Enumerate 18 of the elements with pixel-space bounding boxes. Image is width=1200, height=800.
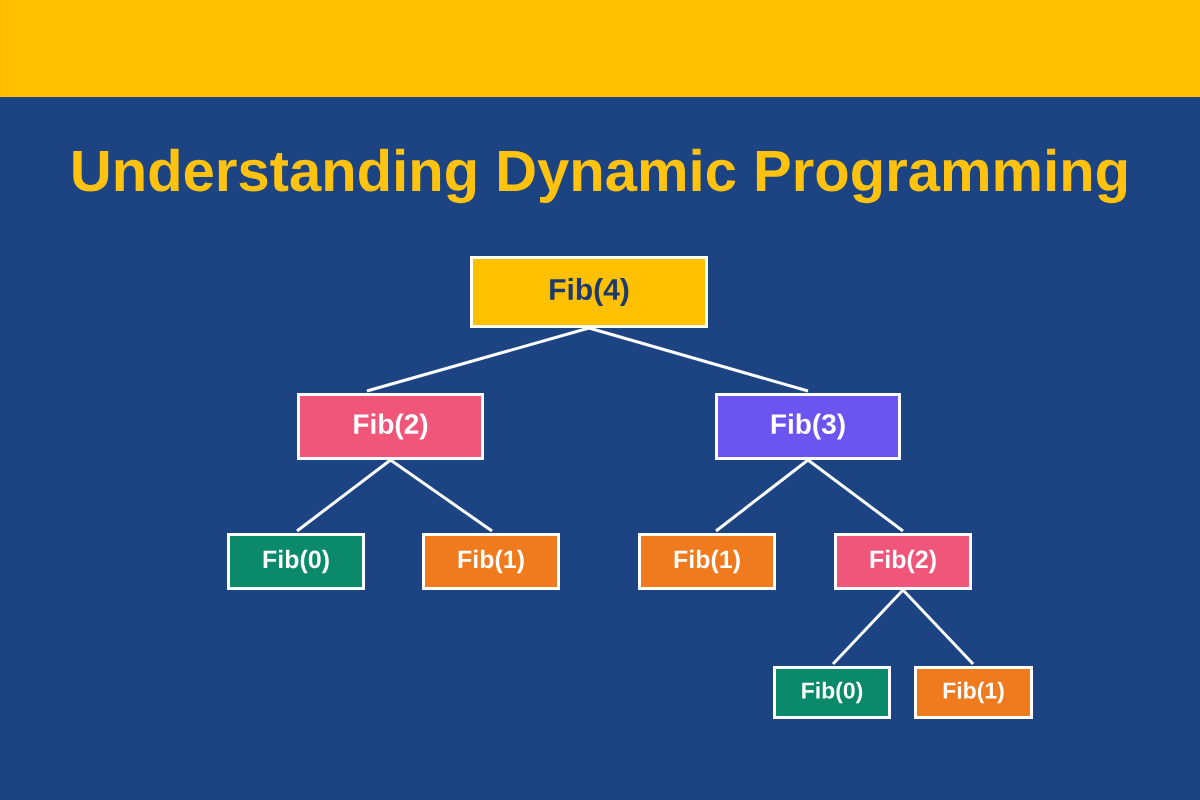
fib-box: Fib(1) [638, 533, 776, 590]
connector-line [715, 458, 809, 533]
fib-box: Fib(4) [470, 256, 708, 328]
connector-line [389, 458, 493, 533]
fib-box: Fib(1) [422, 533, 560, 590]
fib-box: Fib(3) [715, 393, 901, 460]
fib-box: Fib(0) [773, 666, 891, 719]
fib-box: Fib(2) [297, 393, 484, 460]
connector-line [366, 326, 590, 393]
fib-box: Fib(1) [914, 666, 1033, 719]
connector-line [588, 326, 809, 393]
fib-box: Fib(2) [834, 533, 972, 590]
connector-line [901, 588, 975, 666]
connector-line [296, 458, 392, 533]
fib-box: Fib(0) [227, 533, 365, 590]
connector-line [807, 458, 904, 533]
title: Understanding Dynamic Programming [73, 148, 1127, 204]
connector-line [831, 588, 905, 666]
